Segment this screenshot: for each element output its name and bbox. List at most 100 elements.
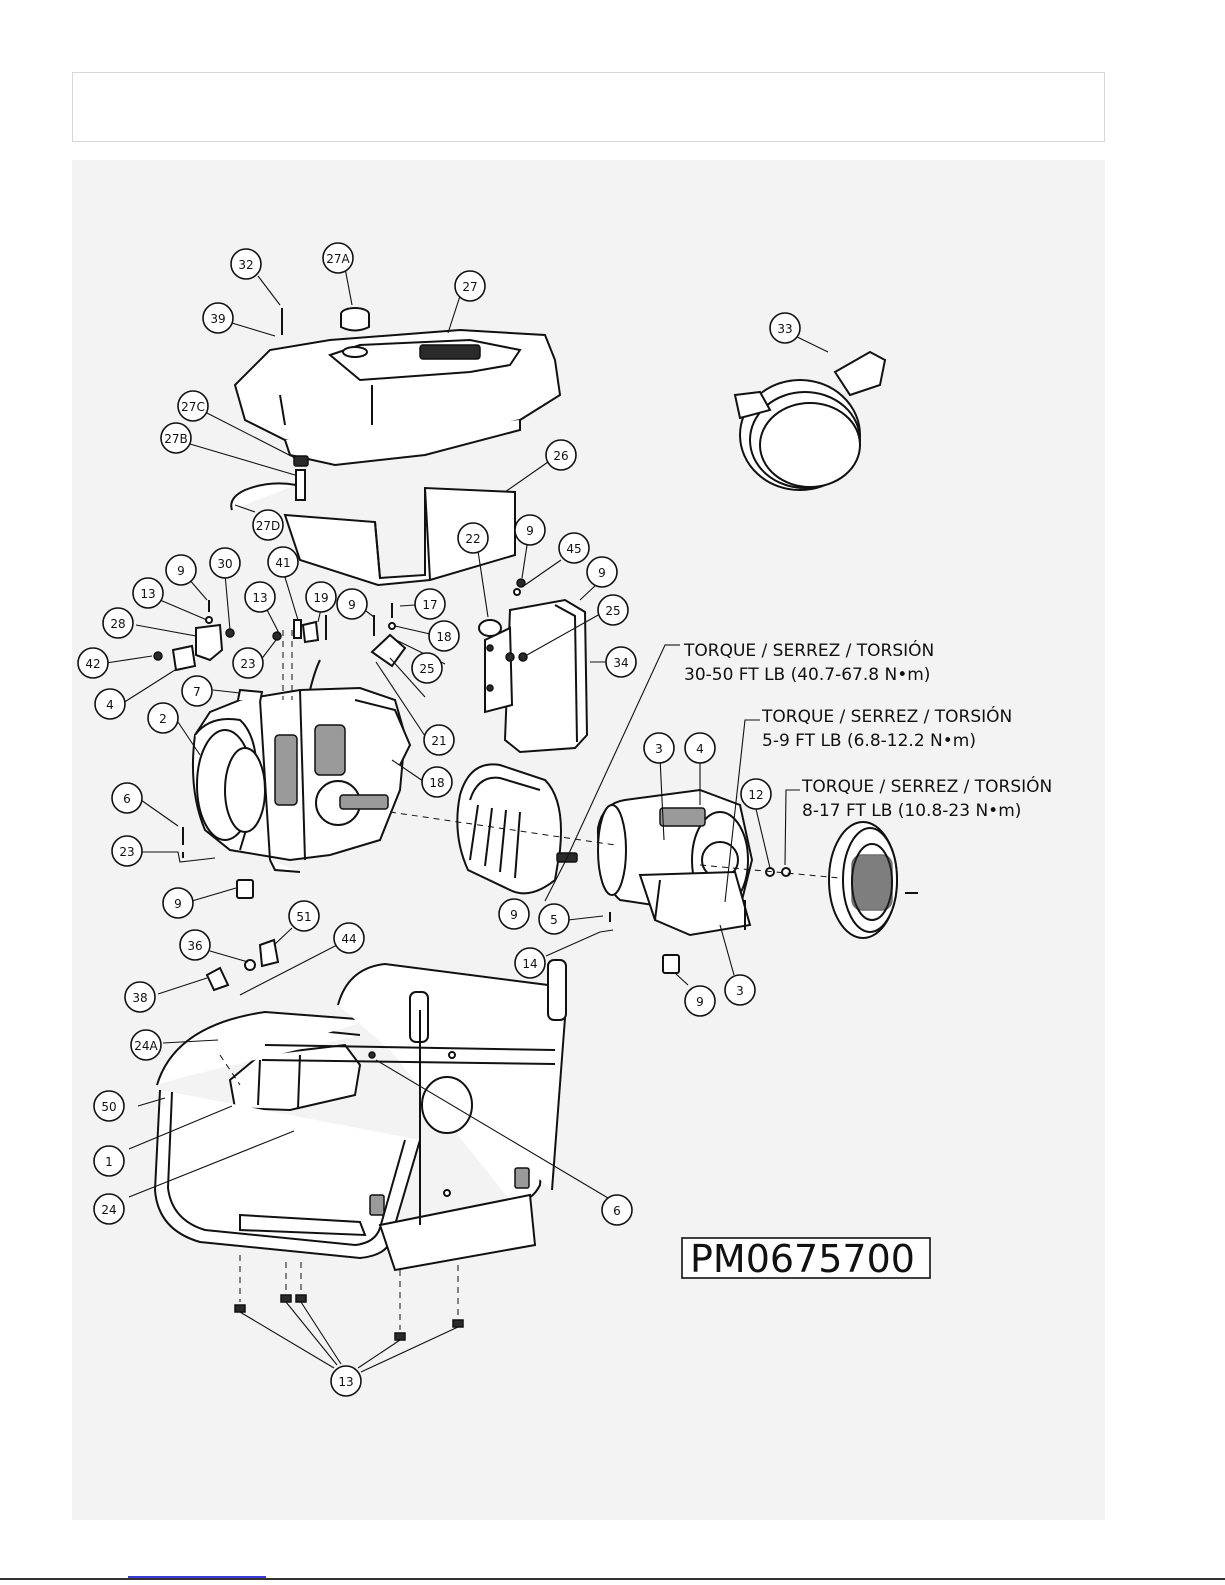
callout-label: 7 [193,685,201,699]
callout-label: 13 [252,591,267,605]
callout-25: 25 [411,652,443,684]
callout-label: 4 [696,742,704,756]
torque-note-3: TORQUE / SERREZ / TORSIÓN 8-17 FT LB (10… [801,775,1052,821]
callout-label: 9 [598,566,606,580]
callout-label: 9 [510,908,518,922]
callout-13: 13 [132,577,164,609]
alignment-dashes [219,630,841,1086]
callout-label: 9 [696,995,704,1009]
part-number-box: PM0675700 [681,1237,931,1281]
callout-label: 13 [140,587,155,601]
callout-label: 9 [348,598,356,612]
callout-12: 12 [740,778,772,810]
callout-50: 50 [93,1090,125,1122]
callout-13: 13 [244,581,276,613]
callout-label: 27C [181,400,205,414]
callout-9: 9 [586,556,618,588]
torque-note-1: TORQUE / SERREZ / TORSIÓN 30-50 FT LB (4… [665,639,934,685]
callout-label: 23 [240,657,255,671]
callout-27c: 27C [177,390,209,422]
callout-label: 4 [106,698,114,712]
part-number: PM0675700 [690,1237,915,1281]
callout-9: 9 [514,514,546,546]
callout-7: 7 [181,675,213,707]
callout-9: 9 [684,985,716,1017]
callout-22: 22 [457,522,489,554]
callout-5: 5 [538,903,570,935]
callout-3: 3 [724,974,756,1006]
torque-note-2-line-1: TORQUE / SERREZ / TORSIÓN [761,705,1012,727]
callout-label: 27A [326,252,350,266]
callout-label: 39 [210,312,225,326]
callout-label: 9 [526,524,534,538]
callout-2: 2 [147,702,179,734]
tank-bracket [283,486,516,587]
callout-18: 18 [428,620,460,652]
alternator-end-cover [828,821,918,939]
callout-14: 14 [514,947,546,979]
callout-9: 9 [165,554,197,586]
callout-23: 23 [232,647,264,679]
callout-24a: 24A [130,1029,162,1061]
callout-23: 23 [111,835,143,867]
muffler [478,578,589,754]
callout-36: 36 [179,929,211,961]
callout-24: 24 [93,1193,125,1225]
callout-label: 28 [110,617,125,631]
callout-label: 41 [275,556,290,570]
callout-42: 42 [77,647,109,679]
torque-note-2: TORQUE / SERREZ / TORSIÓN 5-9 FT LB (6.8… [761,705,1012,751]
callout-21: 21 [423,724,455,756]
torque-note-1-line-2: 30-50 FT LB (40.7-67.8 N•m) [684,665,930,685]
callout-28: 28 [102,607,134,639]
callout-13: 13 [330,1365,362,1397]
callout-label: 42 [85,657,100,671]
callout-label: 36 [187,939,202,953]
callout-41: 41 [267,546,299,578]
callout-32: 32 [230,248,262,280]
callout-38: 38 [124,981,156,1013]
callout-34: 34 [605,646,637,678]
callout-label: 27 [462,280,477,294]
power-cord [733,350,887,491]
callout-label: 50 [101,1100,116,1114]
callout-27: 27 [454,270,486,302]
callout-45: 45 [558,532,590,564]
callout-label: 23 [119,845,134,859]
callout-6: 6 [601,1194,633,1226]
frame-feet-nuts [234,1255,464,1341]
callout-label: 13 [338,1375,353,1389]
callout-label: 19 [313,591,328,605]
callout-44: 44 [333,922,365,954]
callout-label: 25 [419,662,434,676]
callout-9: 9 [162,887,194,919]
callout-label: 3 [655,742,663,756]
alternator-fan-housing [456,763,578,895]
callout-30: 30 [209,547,241,579]
callout-4: 4 [684,732,716,764]
callout-label: 18 [436,630,451,644]
callout-label: 18 [429,776,444,790]
callout-label: 25 [605,604,620,618]
callout-label: 27B [164,432,188,446]
callout-label: 9 [174,897,182,911]
callout-label: 22 [465,532,480,546]
callout-label: 1 [105,1155,113,1169]
callout-6: 6 [111,782,143,814]
callout-label: 6 [613,1204,621,1218]
callout-label: 51 [296,910,311,924]
fuel-tank [233,307,562,467]
callout-label: 26 [553,449,568,463]
callout-19: 19 [305,581,337,613]
callout-17: 17 [414,588,446,620]
engine-top-hardware [153,600,407,672]
callout-label: 27D [256,519,281,533]
callout-label: 30 [217,557,232,571]
torque-note-2-line-2: 5-9 FT LB (6.8-12.2 N•m) [762,731,976,751]
torque-note-3-line-1: TORQUE / SERREZ / TORSIÓN [801,775,1052,797]
callout-27d: 27D [252,509,284,541]
callout-label: 24A [134,1039,158,1053]
callout-3: 3 [643,732,675,764]
callout-label: 9 [177,564,185,578]
